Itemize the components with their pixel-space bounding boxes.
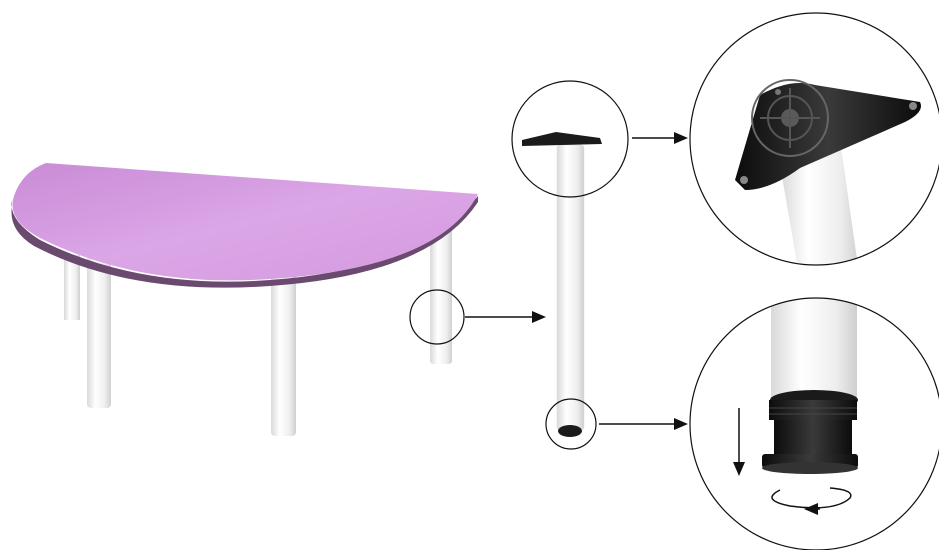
table-leg-back-left bbox=[64, 255, 80, 320]
tabletop bbox=[12, 163, 478, 281]
rotate-icon bbox=[771, 487, 852, 515]
leg-foot bbox=[558, 425, 582, 437]
half-round-table bbox=[11, 163, 478, 436]
table-leg-back-right bbox=[430, 226, 452, 364]
arrow-down-icon bbox=[733, 408, 745, 476]
mounting-plate bbox=[522, 132, 602, 146]
zoom-adjustable-foot bbox=[689, 297, 939, 550]
single-leg-assembly bbox=[522, 132, 602, 437]
callout-circle-middle-small bbox=[409, 289, 465, 345]
arrow-right-icon bbox=[632, 132, 688, 144]
zoom-mounting-plate bbox=[689, 12, 939, 266]
table-leg-front-left bbox=[87, 256, 111, 408]
arrow-right-icon bbox=[599, 418, 688, 430]
table-leg-front-right bbox=[271, 272, 296, 436]
callout-circle-top-small bbox=[511, 80, 629, 198]
leg-tube bbox=[556, 144, 585, 431]
arrow-right-icon bbox=[465, 311, 546, 323]
callout-circle-bottom-small bbox=[545, 398, 597, 450]
